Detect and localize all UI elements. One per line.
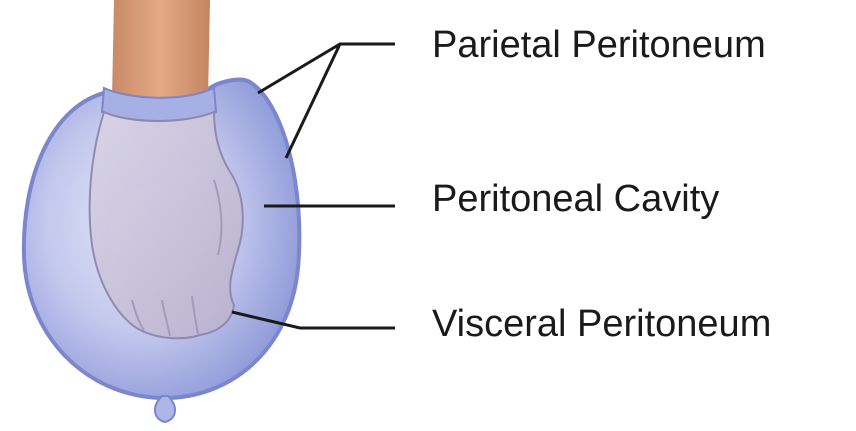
forearm [112,0,210,106]
label-visceral-peritoneum: Visceral Peritoneum [432,305,771,343]
label-parietal-peritoneum: Parietal Peritoneum [432,26,766,64]
balloon-knot [155,396,175,422]
leader-parietal-upper [258,44,395,93]
label-peritoneal-cavity: Peritoneal Cavity [432,180,719,218]
